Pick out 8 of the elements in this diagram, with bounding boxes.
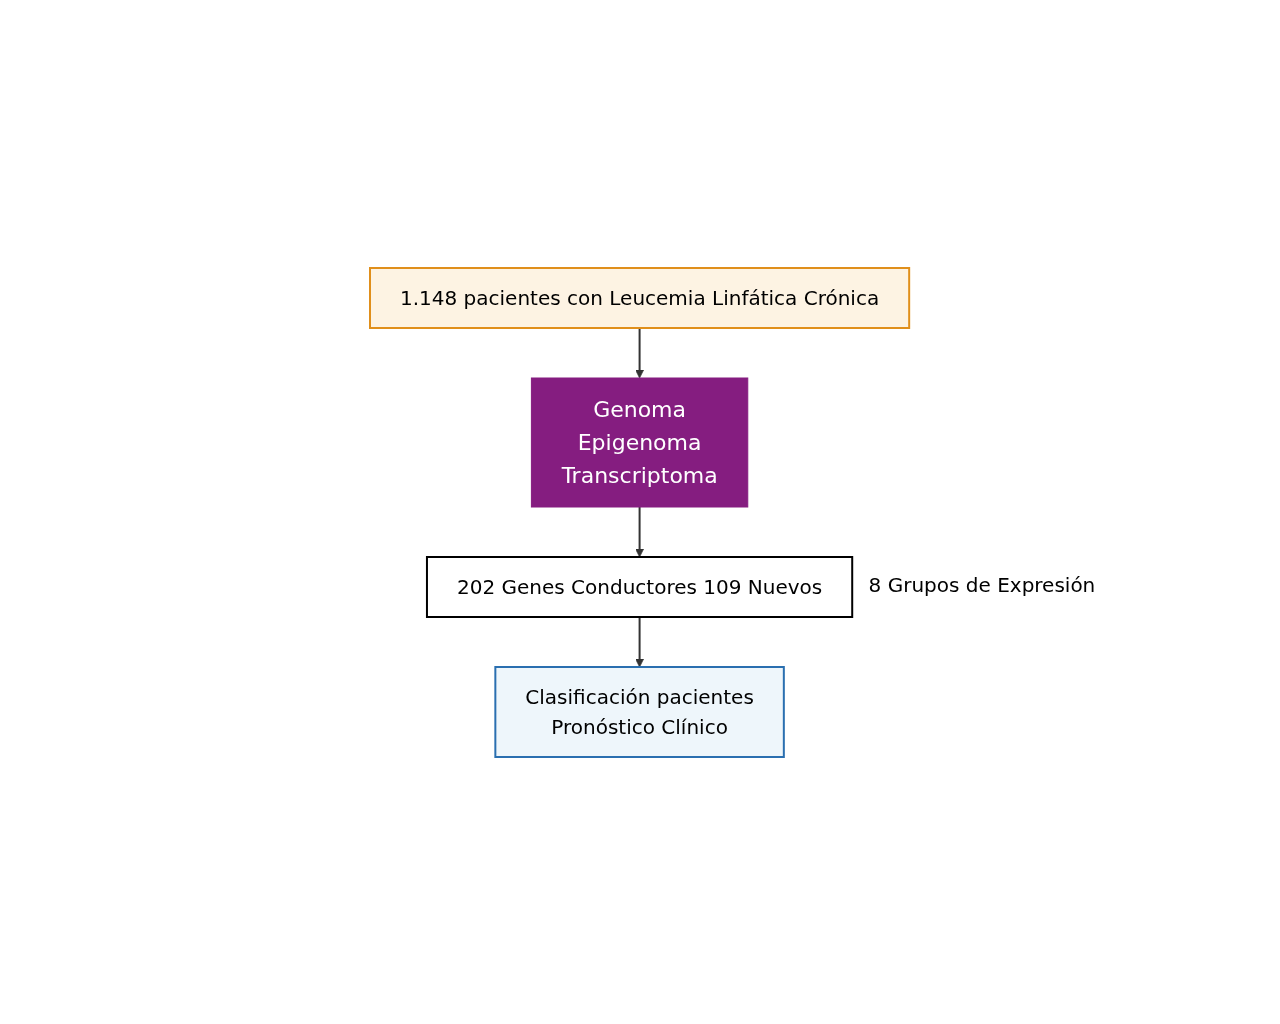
arrow bbox=[635, 326, 645, 378]
node-caption: 8 Grupos de Expresión bbox=[868, 572, 1096, 597]
node-box: 202 Genes Conductores 109 Nuevos bbox=[426, 555, 854, 618]
arrow bbox=[635, 505, 645, 557]
node-box: Genoma Epigenoma Transcriptoma bbox=[531, 377, 749, 507]
node-box: 1.148 pacientes con Leucemia Linfática Crónica bbox=[369, 266, 911, 329]
node-box: Clasificación pacientes Pronóstico Clínico bbox=[494, 665, 786, 758]
arrow bbox=[635, 615, 645, 667]
